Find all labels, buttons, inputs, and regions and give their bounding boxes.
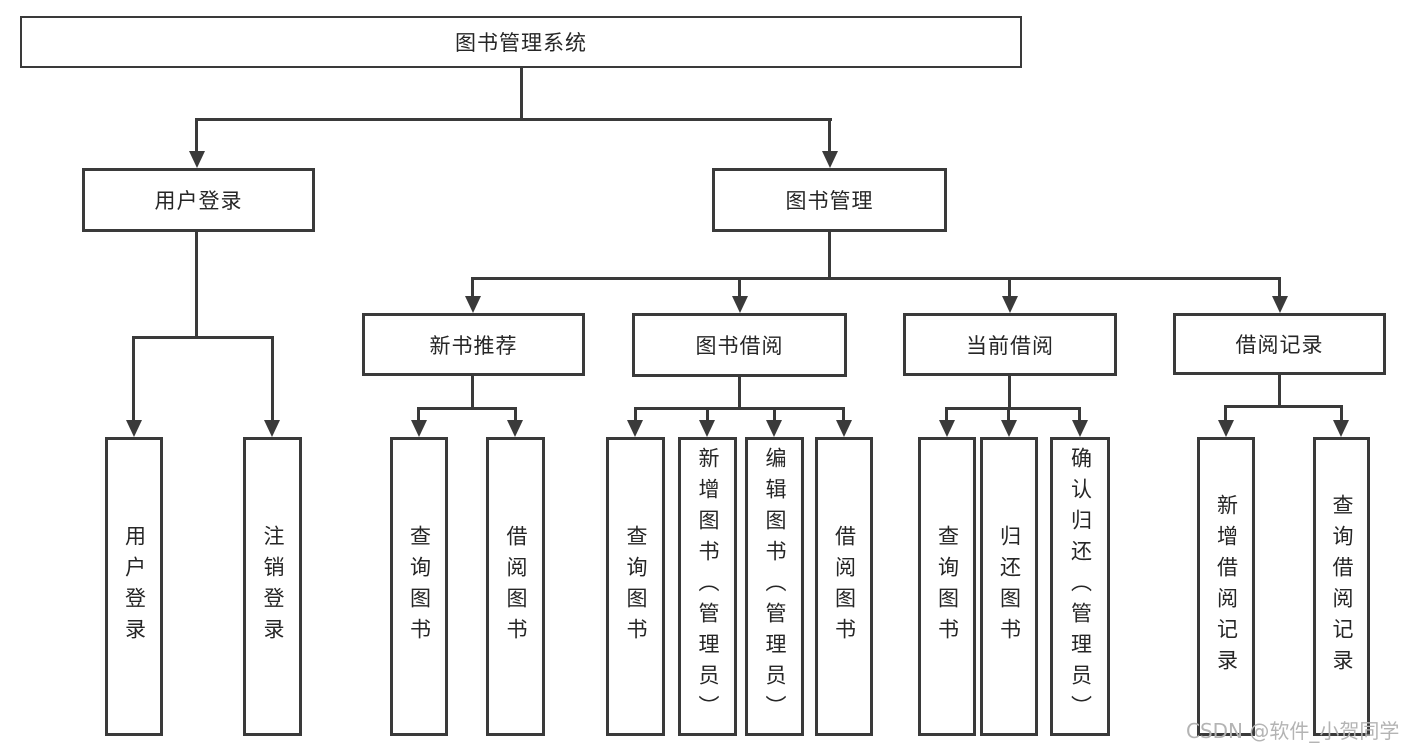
- node-label: 查询图书: [407, 524, 432, 649]
- edge-line: [634, 407, 637, 422]
- arrowhead-down-icon: [1333, 420, 1349, 437]
- edge-line: [945, 407, 948, 422]
- node-current-borrowing: 当前借阅: [903, 313, 1117, 376]
- node-label: 图书管理: [785, 189, 874, 213]
- node-label: 借阅图书: [832, 524, 857, 649]
- edge-line: [1224, 405, 1227, 422]
- arrowhead-down-icon: [1002, 296, 1018, 313]
- arrowhead-down-icon: [126, 420, 142, 437]
- leaf-add-borrow-record: 新增借阅记录: [1197, 437, 1255, 736]
- edge-line: [271, 336, 274, 422]
- edge-line: [1278, 375, 1281, 408]
- node-book-management: 图书管理: [712, 168, 947, 232]
- edge-line: [706, 407, 709, 422]
- leaf-borrow-books-recommend: 借阅图书: [486, 437, 545, 736]
- edge-line: [1008, 376, 1011, 409]
- node-label: 图书借阅: [695, 334, 784, 358]
- node-label: 新书推荐: [429, 333, 518, 358]
- edge-line: [1007, 407, 1010, 422]
- node-library-management-system: 图书管理系统: [20, 16, 1022, 68]
- edge-line: [520, 68, 523, 118]
- edge-line: [132, 336, 135, 422]
- node-label: 查询图书: [935, 524, 960, 649]
- node-borrow-records: 借阅记录: [1173, 313, 1386, 375]
- csdn-watermark: CSDN @软件_小贺同学: [1186, 719, 1400, 743]
- edge-line: [828, 232, 831, 280]
- node-label: 新增图书（管理员）: [696, 447, 721, 726]
- leaf-query-books-current: 查询图书: [918, 437, 976, 736]
- arrowhead-down-icon: [627, 420, 643, 437]
- edge-line: [1078, 407, 1081, 422]
- leaf-logout: 注销登录: [243, 437, 302, 736]
- arrowhead-down-icon: [836, 420, 852, 437]
- node-label: 用户登录: [122, 524, 147, 649]
- leaf-borrow-books-borrowing: 借阅图书: [815, 437, 873, 736]
- leaf-add-book-admin: 新增图书（管理员）: [678, 437, 737, 736]
- node-label: 查询借阅记录: [1330, 493, 1355, 680]
- node-label: 用户登录: [154, 189, 243, 213]
- node-label: 归还图书: [997, 524, 1022, 649]
- node-label: 新增借阅记录: [1214, 493, 1239, 680]
- node-label: 编辑图书（管理员）: [763, 447, 788, 726]
- arrowhead-down-icon: [411, 420, 427, 437]
- edge-line: [195, 118, 198, 153]
- arrowhead-down-icon: [264, 420, 280, 437]
- edge-line: [514, 407, 517, 422]
- leaf-confirm-return-admin: 确认归还（管理员）: [1050, 437, 1110, 736]
- leaf-edit-book-admin: 编辑图书（管理员）: [745, 437, 804, 736]
- arrowhead-down-icon: [465, 296, 481, 313]
- arrowhead-down-icon: [822, 151, 838, 168]
- node-label: 注销登录: [261, 524, 286, 649]
- edge-line: [1340, 405, 1343, 422]
- edge-line: [195, 232, 198, 339]
- edge-line: [417, 407, 420, 422]
- node-label: 图书管理系统: [455, 31, 587, 55]
- leaf-query-books-recommend: 查询图书: [390, 437, 448, 736]
- arrowhead-down-icon: [766, 420, 782, 437]
- node-label: 确认归还（管理员）: [1068, 447, 1093, 726]
- edge-line: [1224, 405, 1343, 408]
- leaf-return-book: 归还图书: [980, 437, 1038, 736]
- edge-line: [417, 407, 517, 410]
- node-label: 借阅图书: [504, 524, 529, 649]
- leaf-user-login: 用户登录: [105, 437, 163, 736]
- edge-line: [1278, 277, 1281, 299]
- edge-line: [471, 277, 474, 299]
- arrowhead-down-icon: [189, 151, 205, 168]
- edge-line: [773, 407, 776, 422]
- node-label: 查询图书: [624, 524, 649, 649]
- arrowhead-down-icon: [1272, 296, 1288, 313]
- edge-line: [828, 118, 831, 153]
- node-label: 借阅记录: [1235, 333, 1324, 357]
- edge-line: [738, 377, 741, 409]
- edge-line: [1008, 277, 1011, 299]
- arrowhead-down-icon: [1218, 420, 1234, 437]
- edge-line: [132, 336, 274, 339]
- arrowhead-down-icon: [1001, 420, 1017, 437]
- node-book-borrowing: 图书借阅: [632, 313, 847, 377]
- edge-line: [471, 375, 474, 409]
- arrowhead-down-icon: [732, 296, 748, 313]
- node-new-book-recommend: 新书推荐: [362, 313, 585, 376]
- edge-line: [738, 277, 741, 299]
- arrowhead-down-icon: [699, 420, 715, 437]
- node-user-login: 用户登录: [82, 168, 315, 232]
- arrowhead-down-icon: [1072, 420, 1088, 437]
- edge-line: [195, 118, 832, 121]
- edge-line: [945, 407, 1081, 410]
- edge-line: [634, 407, 845, 410]
- arrowhead-down-icon: [507, 420, 523, 437]
- node-label: 当前借阅: [966, 333, 1054, 358]
- edge-line: [471, 277, 1281, 280]
- arrowhead-down-icon: [939, 420, 955, 437]
- leaf-query-books-borrowing: 查询图书: [606, 437, 665, 736]
- edge-line: [842, 407, 845, 422]
- leaf-query-borrow-record: 查询借阅记录: [1313, 437, 1370, 736]
